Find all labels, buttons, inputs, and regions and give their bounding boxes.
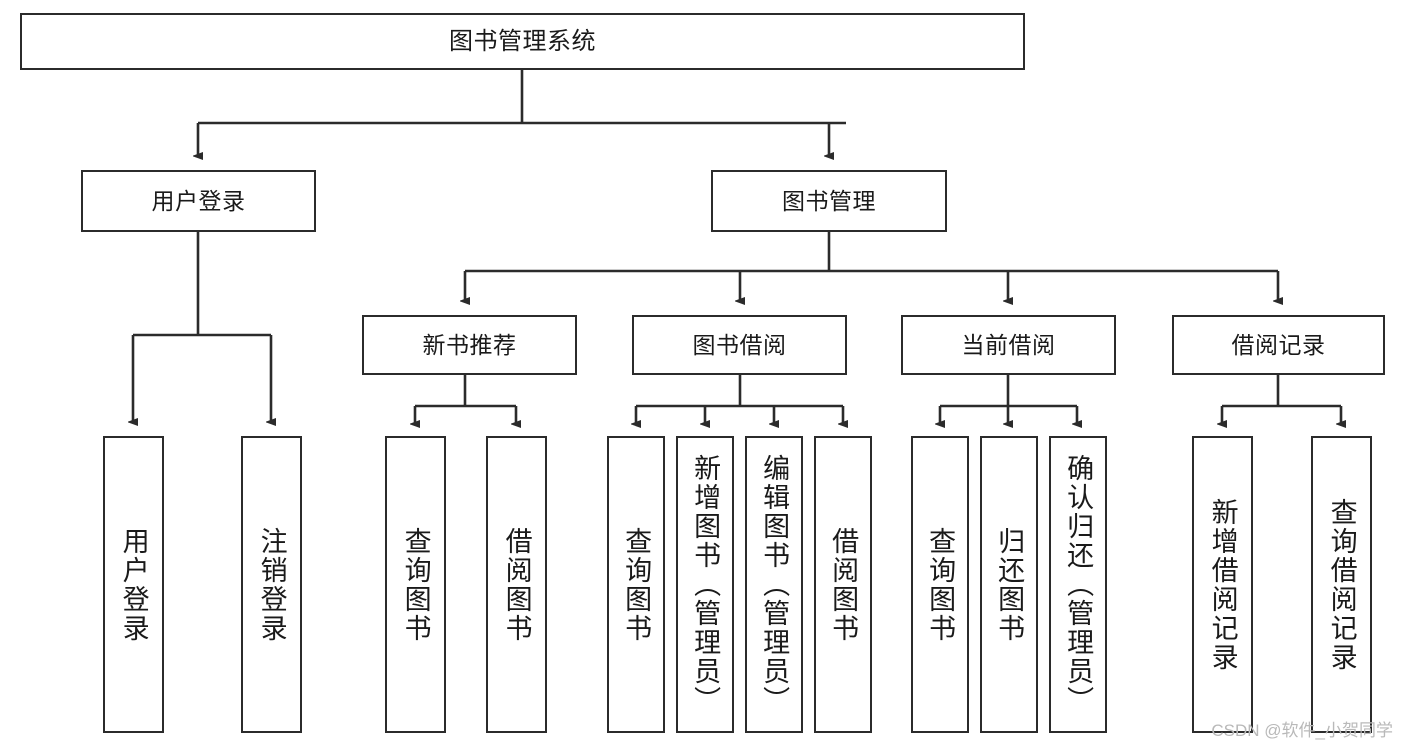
node-leaf-borrow-book-1-label: 借阅图书 [501,526,532,643]
node-leaf-query-record-label: 查询借阅记录 [1326,497,1357,672]
node-leaf-query-book-2[interactable]: 查询图书 [607,436,665,733]
node-leaf-borrow-book-2-label: 借阅图书 [828,526,859,643]
node-leaf-confirm-return[interactable]: 确认归还（管理员） [1049,436,1107,733]
node-leaf-query-record[interactable]: 查询借阅记录 [1311,436,1372,733]
node-leaf-borrow-book-1[interactable]: 借阅图书 [486,436,547,733]
node-leaf-confirm-return-label: 确认归还（管理员） [1063,454,1094,715]
node-leaf-edit-book-label: 编辑图书（管理员） [759,454,790,715]
node-book-management-label: 图书管理 [782,187,876,214]
node-leaf-add-book[interactable]: 新增图书（管理员） [676,436,734,733]
node-new-book-recommend-label: 新书推荐 [422,331,517,358]
node-leaf-return-book-label: 归还图书 [994,526,1025,643]
node-leaf-query-book-1[interactable]: 查询图书 [385,436,446,733]
node-leaf-user-login[interactable]: 用户登录 [103,436,164,733]
node-user-login-label: 用户登录 [151,187,246,214]
node-current-borrow-label: 当前借阅 [961,331,1056,358]
node-leaf-query-book-1-label: 查询图书 [400,526,431,643]
node-leaf-add-record-label: 新增借阅记录 [1207,497,1238,672]
node-book-management[interactable]: 图书管理 [711,170,947,232]
node-book-borrow-label: 图书借阅 [692,331,787,358]
node-book-borrow[interactable]: 图书借阅 [632,315,847,375]
node-borrow-record[interactable]: 借阅记录 [1172,315,1385,375]
node-leaf-query-book-3[interactable]: 查询图书 [911,436,969,733]
node-leaf-return-book[interactable]: 归还图书 [980,436,1038,733]
node-leaf-logout-login[interactable]: 注销登录 [241,436,302,733]
node-leaf-add-record[interactable]: 新增借阅记录 [1192,436,1253,733]
node-leaf-edit-book[interactable]: 编辑图书（管理员） [745,436,803,733]
node-leaf-borrow-book-2[interactable]: 借阅图书 [814,436,872,733]
node-root[interactable]: 图书管理系统 [20,13,1025,70]
csdn-watermark: CSDN @软件_小贺同学 [1211,721,1393,740]
node-leaf-logout-login-label: 注销登录 [256,526,287,643]
node-leaf-query-book-3-label: 查询图书 [925,526,956,643]
node-user-login[interactable]: 用户登录 [81,170,316,232]
node-new-book-recommend[interactable]: 新书推荐 [362,315,577,375]
node-current-borrow[interactable]: 当前借阅 [901,315,1116,375]
node-leaf-query-book-2-label: 查询图书 [621,526,652,643]
node-root-label: 图书管理系统 [449,27,596,55]
node-borrow-record-label: 借阅记录 [1231,331,1326,358]
node-leaf-add-book-label: 新增图书（管理员） [690,454,721,715]
node-leaf-user-login-label: 用户登录 [118,526,149,643]
